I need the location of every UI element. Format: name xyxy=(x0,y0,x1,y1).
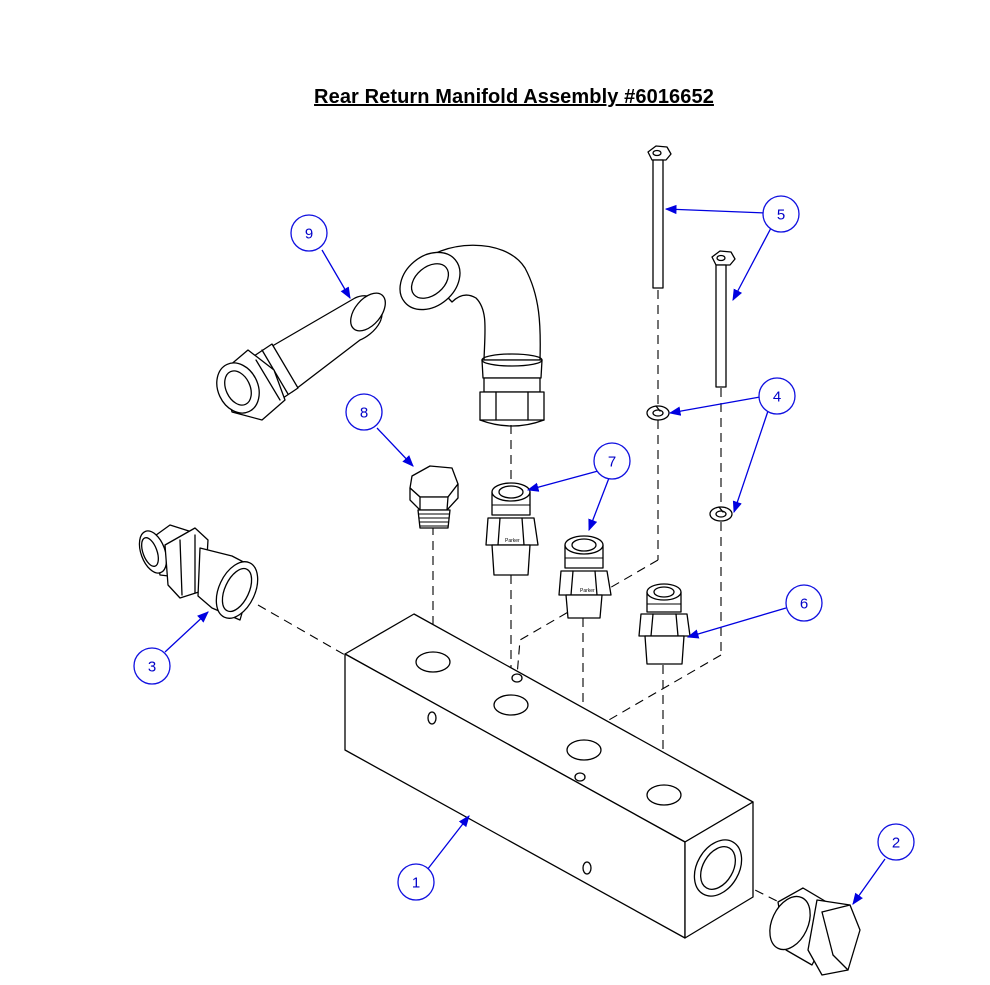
lock-washer-b xyxy=(709,506,733,522)
straight-fitting-a: Parker xyxy=(485,482,539,576)
callout-4: 4 xyxy=(758,377,796,415)
manifold-block xyxy=(344,613,754,939)
callout-8: 8 xyxy=(345,393,383,431)
adapter-fitting xyxy=(138,524,259,621)
svg-text:7: 7 xyxy=(608,454,616,471)
callout-6: 6 xyxy=(785,584,823,622)
callout-9: 9 xyxy=(290,214,328,252)
svg-text:Parker: Parker xyxy=(580,588,595,594)
svg-text:1: 1 xyxy=(412,875,420,892)
callout-7: 7 xyxy=(593,442,631,480)
pipe-plug xyxy=(409,465,459,529)
svg-text:2: 2 xyxy=(892,835,900,852)
svg-text:Parker: Parker xyxy=(505,538,520,544)
short-bolt xyxy=(711,250,736,388)
elbow-hose xyxy=(399,244,545,427)
long-bolt xyxy=(647,145,672,289)
svg-text:6: 6 xyxy=(800,596,808,613)
small-fitting xyxy=(638,583,691,665)
hex-plug xyxy=(769,887,861,976)
callout-2: 2 xyxy=(877,823,915,861)
svg-text:3: 3 xyxy=(148,659,156,676)
svg-text:5: 5 xyxy=(777,207,785,224)
lock-washer-a xyxy=(646,405,670,421)
leader-lines xyxy=(164,204,886,905)
callout-5: 5 xyxy=(762,195,800,233)
svg-text:9: 9 xyxy=(305,226,313,243)
hose-end-straight xyxy=(216,292,386,421)
callout-3: 3 xyxy=(133,647,171,685)
callout-1: 1 xyxy=(397,863,435,901)
svg-text:4: 4 xyxy=(773,389,781,406)
svg-text:8: 8 xyxy=(360,405,368,422)
diagram-title: Rear Return Manifold Assembly #6016652 xyxy=(314,86,714,108)
straight-fitting-b: Parker xyxy=(558,535,612,619)
